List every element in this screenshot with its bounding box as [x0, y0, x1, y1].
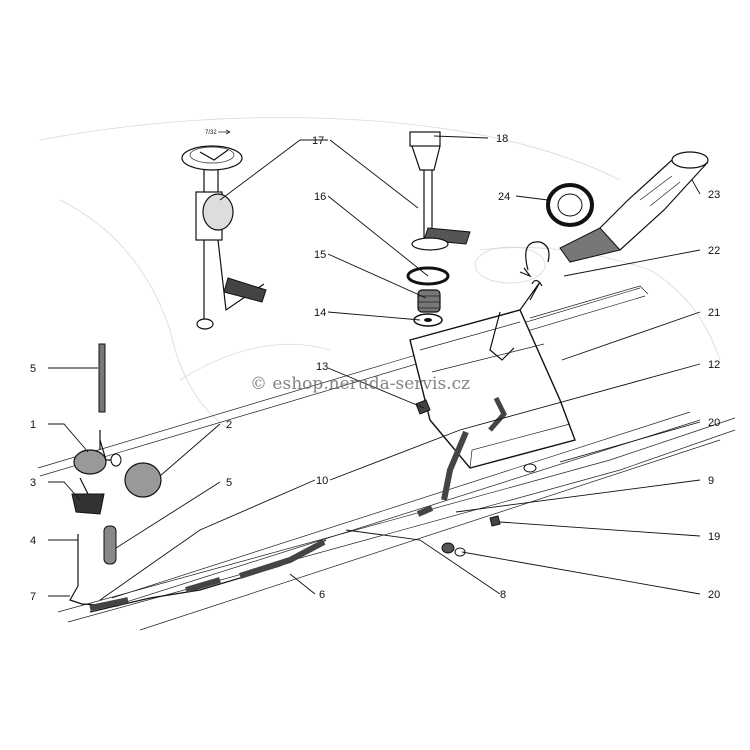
part-12-nut	[415, 399, 431, 415]
callout-23: 23	[708, 189, 720, 201]
callout-12: 13	[316, 361, 328, 373]
callout-16: 17	[312, 135, 324, 147]
part-14-strainer	[417, 289, 441, 313]
callout-17: 18	[496, 133, 508, 145]
part-16-fuel-sender	[181, 145, 267, 330]
callout-7: 7	[30, 591, 36, 603]
callout-18: 19	[708, 531, 720, 543]
part-2-disc	[124, 462, 162, 498]
part-22-vent-pipe	[519, 241, 550, 278]
small-note: 7/32	[205, 130, 217, 136]
callout-19: 20	[708, 589, 720, 601]
part-18-clip	[489, 515, 501, 527]
callout-20: 20	[708, 417, 720, 429]
vehicle-ghost-outline	[39, 117, 721, 431]
callout-2: 2	[226, 419, 232, 431]
callout-9: 9	[708, 475, 714, 487]
part-6-fuel-line	[89, 539, 327, 613]
part-13-washer	[413, 313, 443, 327]
callout-15: 16	[314, 191, 326, 203]
callout-5-top: 5	[30, 363, 36, 375]
callout-8: 8	[500, 589, 506, 601]
frame-rails	[37, 285, 736, 631]
part-19-union	[441, 542, 466, 557]
part-23-filler-tube	[559, 151, 709, 263]
leader-lines	[48, 135, 701, 601]
part-24-grommet	[546, 183, 594, 227]
callout-labels: 17 18 16 15 14 13 24 23 22 21 12 20 9 19…	[30, 133, 720, 603]
part-5-tube	[103, 525, 117, 565]
callout-11: 12	[708, 359, 720, 371]
callout-13: 14	[314, 307, 326, 319]
part-10-hose	[441, 396, 507, 501]
part-3-bracket	[71, 477, 105, 515]
callout-4: 4	[30, 535, 36, 547]
watermark: © eshop.neruda-servis.cz	[250, 374, 470, 394]
part-1-fuel-cock	[73, 430, 122, 475]
part-9-hose-clip	[416, 463, 537, 517]
callout-22: 22	[708, 245, 720, 257]
part-5-rod	[98, 343, 106, 413]
callout-21: 21	[708, 307, 720, 319]
part-15-gasket	[406, 266, 450, 286]
callout-1: 1	[30, 419, 36, 431]
callout-3: 3	[30, 477, 36, 489]
callout-5-lower: 5	[226, 477, 232, 489]
callout-6: 6	[319, 589, 325, 601]
part-21-fuel-tank	[409, 279, 576, 469]
callout-10: 10	[316, 475, 328, 487]
callout-14: 15	[314, 249, 326, 261]
callout-24: 24	[498, 191, 510, 203]
note-arrow: 7/32	[205, 129, 231, 136]
part-17-pump-assembly	[409, 131, 471, 251]
